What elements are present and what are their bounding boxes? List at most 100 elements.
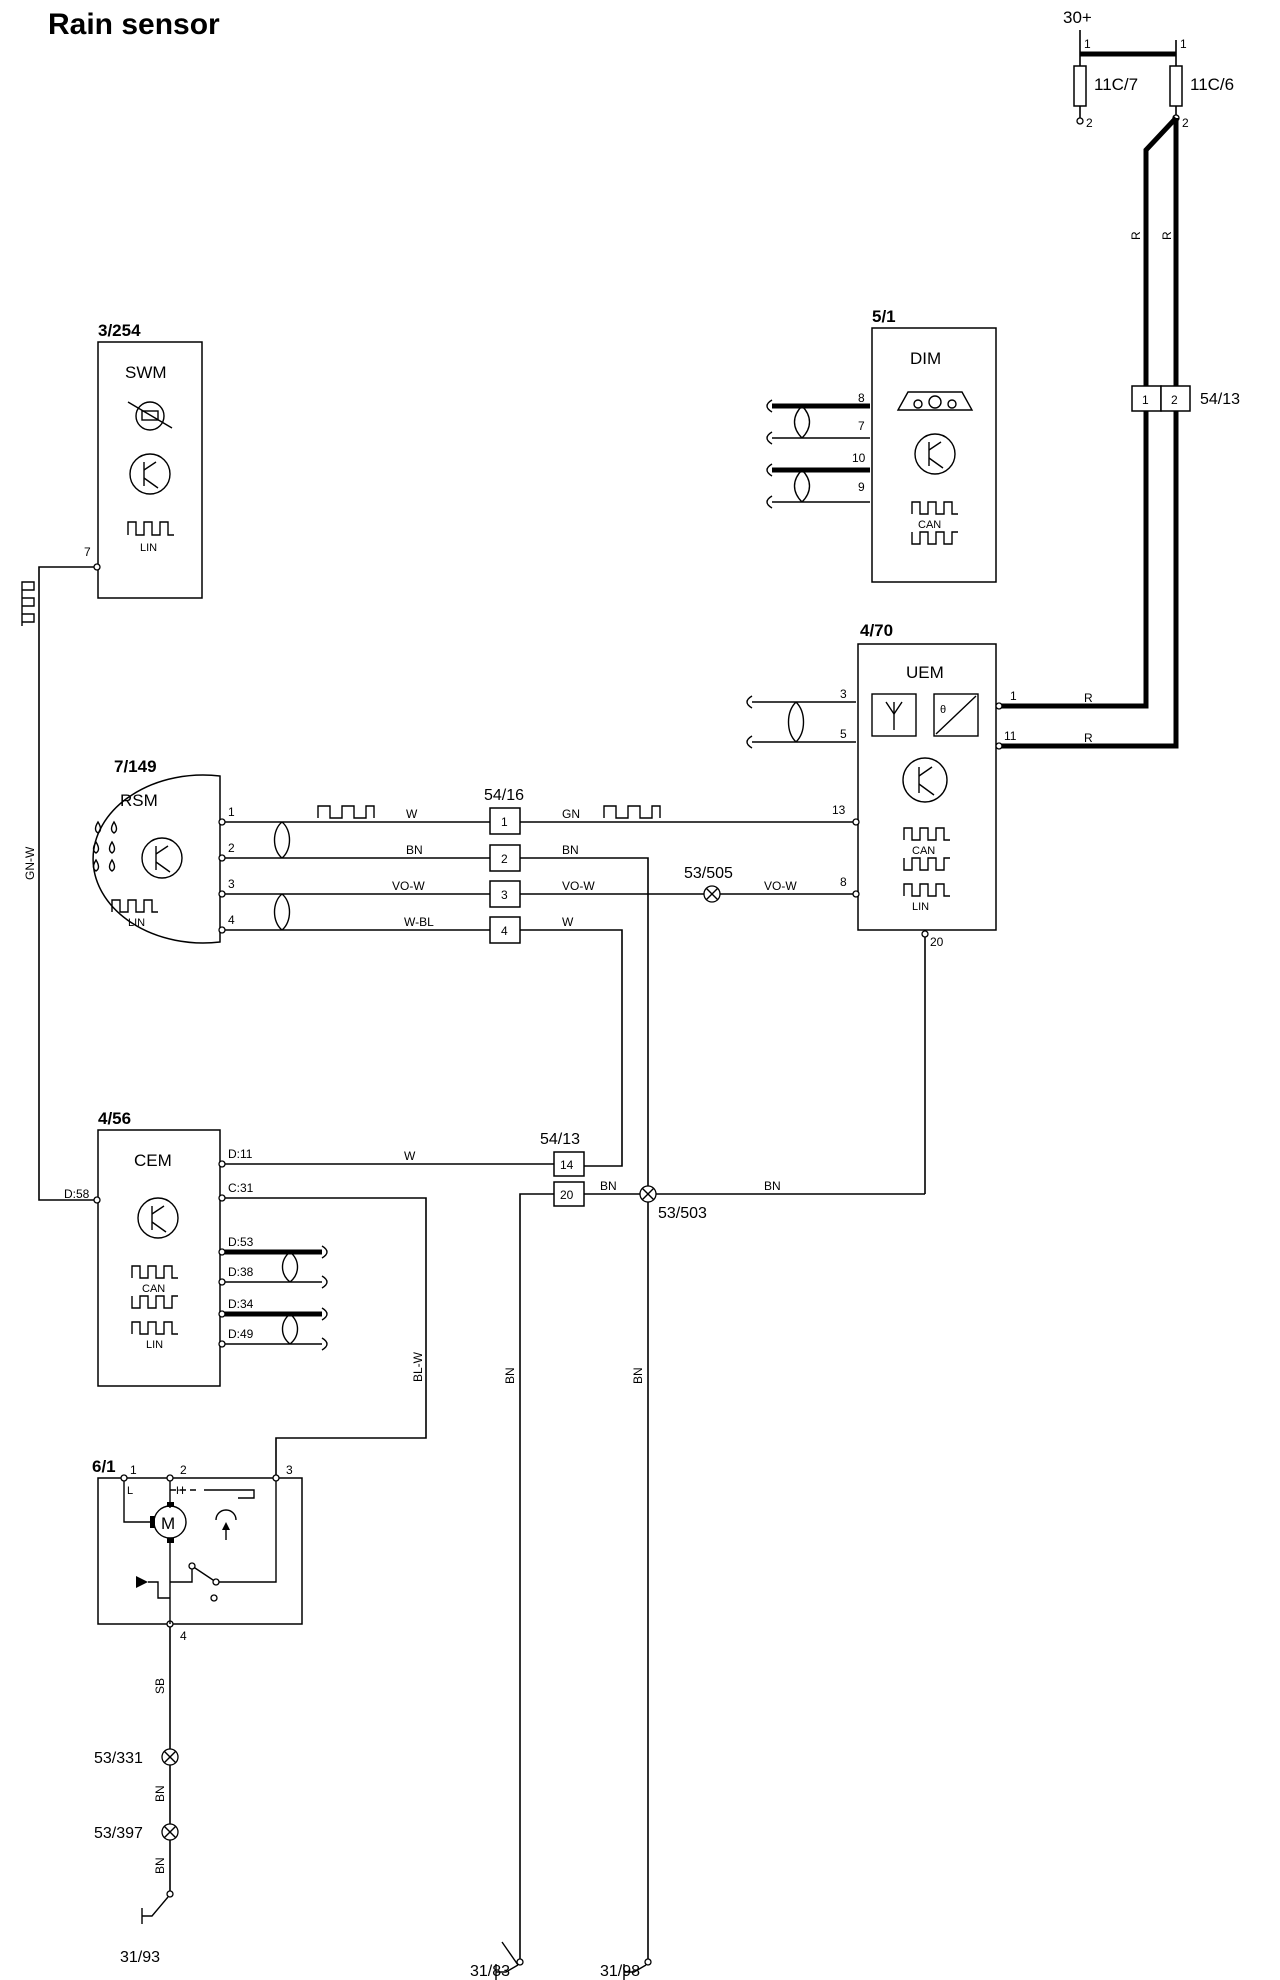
supply-label: 30+ [1063,8,1092,27]
steering-wheel-icon [127,401,173,431]
transistor-icon [137,1197,179,1239]
motor-symbol: M [161,1514,175,1533]
can-signal-icon-low [911,531,958,545]
connector-5416-label: 54/16 [484,787,524,804]
rsm-lin-label: LIN [128,917,145,929]
fuse-11c7: 1 2 11C/7 [1073,30,1176,130]
cem-pin-d53: D:53 [228,1235,254,1249]
connector-5416-pin-3: 3 [501,888,508,902]
fuse-11c6-pin-top: 1 [1180,37,1187,51]
fuse-11c6-label: 11C/6 [1190,75,1234,94]
cem-pin-d49: D:49 [228,1327,254,1341]
swm-name: SWM [125,363,167,382]
antenna-icon [871,693,917,737]
uem-name: UEM [906,663,944,682]
splice-53505-label: 53/505 [684,865,733,882]
uem-pin-13: 13 [832,803,846,817]
rsm-name: RSM [120,791,158,810]
fuse-11c6: 1 2 11C/6 [1169,37,1234,130]
ground-3198: 31/98 [600,1958,652,1980]
wire-label-s3: VO-W [562,879,595,893]
connector-5413-pin-1: 1 [1142,393,1149,407]
wire-label-rsm-1: W [406,807,418,821]
uem-pin-11: 11 [1004,729,1017,743]
transistor-icon [129,453,171,495]
splice-53503-label: 53/503 [658,1205,707,1222]
rsm-pin-1: 1 [228,805,235,819]
wire-label-rsm-4: W-BL [404,915,434,929]
uem-pin-3: 3 [840,687,847,701]
wire-label-rsm-3: VO-W [392,879,425,893]
transistor-icon [914,433,956,475]
swm-cem-wire: GN-W [21,566,97,1201]
connector-5416-pin-2: 2 [501,852,508,866]
uem-pin-1: 1 [1010,689,1017,703]
wire-label-s1: GN [562,807,580,821]
can-signal-icon [131,1265,178,1279]
uem-can-wires [746,695,856,749]
lin-signal-wire-icon [21,581,35,626]
cem-can-label: CAN [142,1283,165,1295]
cem-pin-c31: C:31 [228,1181,254,1195]
ground-3183: 31/83 [470,1941,524,1980]
dim-pin-7: 7 [858,419,865,433]
wire-label-r-right: R [1160,231,1174,240]
park-switch-icon [215,1509,237,1540]
ground-3193: 31/93 [120,1890,174,1966]
connector-5413b-pin-14: 14 [560,1158,574,1172]
motor-pin-1: 1 [130,1463,137,1477]
dim-can-wires [766,399,870,509]
cem-c31-wire: BL-W [225,1197,427,1476]
wire-label-uem-1: R [1084,691,1093,705]
fuse-11c7-label: 11C/7 [1094,75,1138,94]
lin-signal-icon [127,521,174,536]
wire-label-s2: BN [562,843,579,857]
uem-module: 4/70 UEM θ CAN LIN 3 5 13 8 1 11 2 [832,621,1093,949]
swm-ref: 3/254 [98,321,141,340]
cem-pin-d34: D:34 [228,1297,254,1311]
transistor-icon [902,757,948,803]
motor-label-h: H [176,1485,184,1497]
wire-label-r-left: R [1129,231,1143,240]
wiper-motor: 6/1 1 2 3 4 L H M [92,1457,303,1643]
rsm-module: 7/149 RSM LIN 1 2 3 4 [92,757,235,944]
rain-drops-icon [92,820,118,872]
rsm-pin-2: 2 [228,841,235,855]
uem-pin-8: 8 [840,875,847,889]
lin-signal-wire-icon [603,805,661,819]
motor-ref: 6/1 [92,1457,116,1476]
motor-pin-3: 3 [286,1463,293,1477]
wire-label-ground-left: BN [503,1367,517,1384]
cem-pin-d11: D:11 [228,1147,253,1161]
wire-label-cem-bn: BN [600,1179,617,1193]
dim-pin-9: 9 [858,480,865,494]
wire-label-gn-w: GN-W [23,846,37,880]
uem-ref: 4/70 [860,621,893,640]
swm-lin-label: LIN [140,542,157,554]
fuse-11c7-pin-top: 1 [1084,37,1091,51]
connector-5413-label: 54/13 [1200,391,1240,408]
ground-wires: BN BN BN BN [503,937,926,1960]
connector-5416: 54/16 1 2 3 4 [484,787,524,944]
rsm-ref: 7/149 [114,757,157,776]
uem-pin-20: 20 [930,935,944,949]
can-signal-icon [903,827,950,841]
cem-d11-wire: W [225,1149,554,1165]
cem-pin-d58: D:58 [64,1187,90,1201]
swm-pin-7: 7 [84,545,91,559]
wire-label-motor-bn1: BN [153,1785,167,1802]
ground-3193-label: 31/93 [120,1949,160,1966]
splice-53505: 53/505 [684,865,733,903]
uem-pin-5: 5 [840,727,847,741]
fuse-11c6-pin-bottom: 2 [1182,116,1189,130]
wire-label-motor-sb: SB [153,1678,167,1694]
rsm-pin-4: 4 [228,913,235,927]
cem-module: 4/56 CEM CAN LIN D:58 D:11 C:31 D:53 D:3… [64,1109,254,1387]
can-signal-icon-low [903,857,950,871]
wire-label-rsm-2: BN [406,843,423,857]
wire-label-s4: W [562,915,574,929]
supply-wires: R R [998,116,1179,749]
ground-3198-label: 31/98 [600,1963,640,1980]
connector-5413-pin-2: 2 [1171,393,1178,407]
